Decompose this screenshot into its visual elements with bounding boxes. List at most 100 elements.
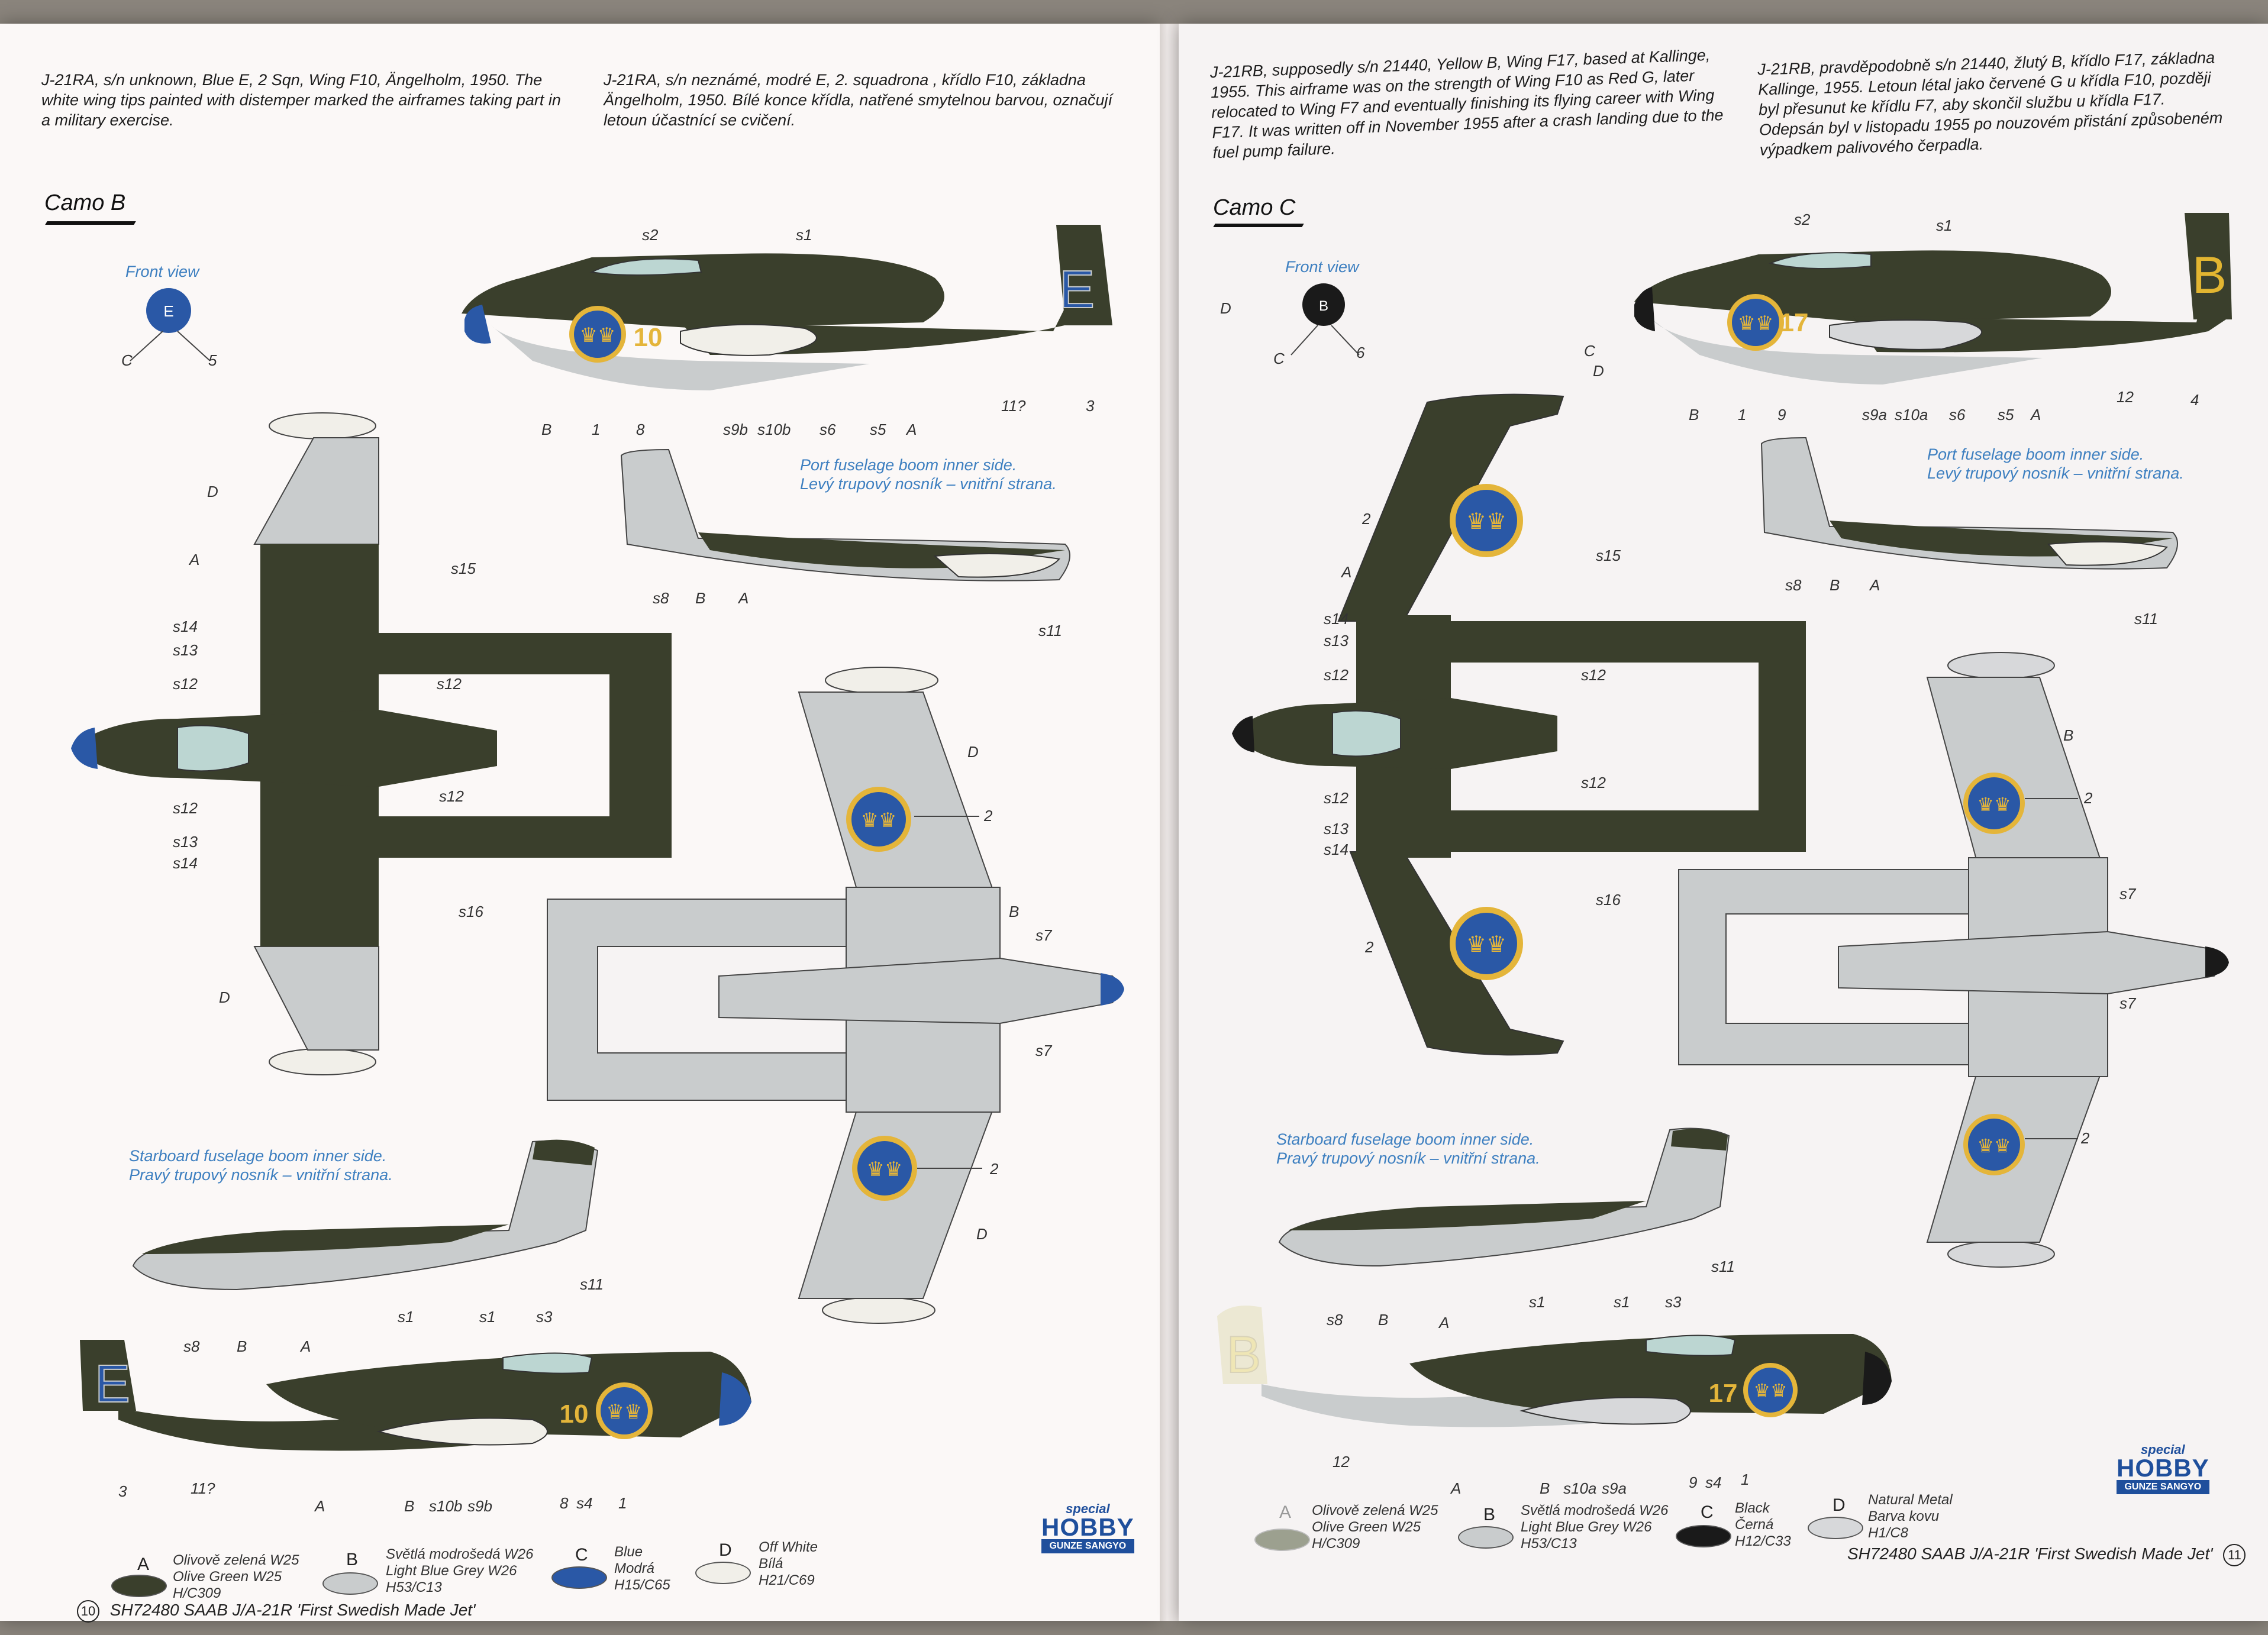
svg-text:B: B xyxy=(2192,245,2227,304)
svg-text:s1: s1 xyxy=(398,1308,414,1326)
underside-view: ♛♛ ♛♛ xyxy=(547,667,1124,1324)
side-profile-bottom-callouts: s1 s1 s3 12 A B s10a s9a 9 s4 1 xyxy=(1333,1293,1749,1497)
svg-text:17: 17 xyxy=(1709,1379,1738,1408)
svg-text:s5: s5 xyxy=(1998,406,2014,424)
svg-text:B: B xyxy=(695,589,705,607)
svg-text:s1: s1 xyxy=(479,1308,495,1326)
svg-text:E: E xyxy=(95,1355,130,1414)
port-boom-drawing xyxy=(620,448,1070,581)
svg-text:♛♛: ♛♛ xyxy=(1466,509,1506,534)
svg-text:s5: s5 xyxy=(870,421,886,438)
page-number: 10 xyxy=(77,1600,99,1623)
footer-title: SH72480 SAAB J/A-21R 'First Swedish Made… xyxy=(1847,1544,2213,1563)
special-hobby-logo: special HOBBY GUNZE SANGYO xyxy=(1041,1502,1134,1553)
svg-text:A: A xyxy=(299,1337,311,1355)
side-profile-bottom: E ♛♛ 10 xyxy=(80,1340,751,1451)
svg-text:s6: s6 xyxy=(1949,406,1966,424)
svg-text:A: A xyxy=(1340,563,1351,581)
svg-text:s13: s13 xyxy=(173,833,198,851)
svg-text:s1: s1 xyxy=(1936,217,1952,234)
svg-text:s7: s7 xyxy=(2119,994,2137,1012)
svg-text:s14: s14 xyxy=(1324,841,1348,858)
svg-text:s4: s4 xyxy=(576,1494,592,1512)
svg-text:A: A xyxy=(1450,1479,1461,1497)
svg-text:10: 10 xyxy=(634,323,663,352)
svg-text:B: B xyxy=(1227,1325,1262,1384)
front-view-roundel: E C 5 xyxy=(121,288,217,369)
starboard-boom-label: Starboard fuselage boom inner side. Prav… xyxy=(1276,1130,1540,1167)
svg-text:11?: 11? xyxy=(191,1479,215,1497)
svg-text:s13: s13 xyxy=(1324,820,1348,838)
svg-text:♛♛: ♛♛ xyxy=(861,809,897,832)
svg-text:s2: s2 xyxy=(642,226,659,244)
svg-text:s12: s12 xyxy=(173,675,198,693)
svg-text:8: 8 xyxy=(636,421,645,438)
svg-text:A: A xyxy=(1438,1314,1449,1332)
svg-text:s9b: s9b xyxy=(467,1497,492,1515)
svg-text:2: 2 xyxy=(983,807,993,825)
svg-text:s14: s14 xyxy=(1324,610,1348,628)
svg-text:6: 6 xyxy=(1356,344,1365,361)
svg-text:s13: s13 xyxy=(1324,632,1348,650)
port-boom-label: Port fuselage boom inner side. Levý trup… xyxy=(800,456,1057,493)
svg-text:s9a: s9a xyxy=(1602,1479,1627,1497)
svg-text:s14: s14 xyxy=(173,618,198,635)
svg-text:3: 3 xyxy=(118,1482,127,1500)
svg-text:B: B xyxy=(237,1337,247,1355)
svg-text:s7: s7 xyxy=(2119,885,2137,903)
svg-text:B: B xyxy=(1009,903,1019,920)
side-profile-top-callouts: s2 s1 B 1 8 s9b s10b s6 s5 A 11? 3 xyxy=(541,226,1095,438)
svg-text:s7: s7 xyxy=(1035,1042,1053,1059)
svg-text:12: 12 xyxy=(2117,388,2134,406)
svg-text:B: B xyxy=(2063,726,2073,744)
svg-text:5: 5 xyxy=(208,351,217,369)
footer-title: SH72480 SAAB J/A-21R 'First Swedish Made… xyxy=(109,1601,476,1619)
svg-text:s8: s8 xyxy=(183,1337,200,1355)
underside-callouts: B 2 s7 s7 2 xyxy=(2063,726,2137,1147)
svg-text:s16: s16 xyxy=(1596,891,1621,909)
svg-text:s8: s8 xyxy=(653,589,669,607)
svg-text:A: A xyxy=(2030,406,2041,424)
svg-text:E: E xyxy=(163,302,173,320)
front-view-roundel: B D C 6 xyxy=(1220,283,1365,367)
svg-text:s7: s7 xyxy=(1035,926,1053,944)
svg-text:s11: s11 xyxy=(580,1275,604,1293)
svg-text:s15: s15 xyxy=(1596,547,1621,564)
svg-text:s12: s12 xyxy=(1324,666,1348,684)
svg-text:17: 17 xyxy=(1780,308,1809,337)
svg-text:♛♛: ♛♛ xyxy=(580,324,616,347)
svg-text:s9b: s9b xyxy=(723,421,748,438)
svg-text:A: A xyxy=(1869,576,1880,594)
underside-callouts: D 2 B s7 s7 2 D xyxy=(967,743,1053,1243)
svg-text:B: B xyxy=(1540,1479,1550,1497)
svg-text:♛♛: ♛♛ xyxy=(1977,794,2011,815)
svg-text:3: 3 xyxy=(1086,397,1095,415)
svg-text:s11: s11 xyxy=(1038,622,1062,639)
svg-text:B: B xyxy=(541,421,551,438)
svg-text:♛♛: ♛♛ xyxy=(606,1401,643,1423)
svg-text:2: 2 xyxy=(2083,789,2093,807)
port-boom-label: Port fuselage boom inner side. Levý trup… xyxy=(1927,445,2184,482)
svg-text:s1: s1 xyxy=(796,226,812,244)
svg-text:C: C xyxy=(121,351,133,369)
side-profile-top: B ♛♛ 17 xyxy=(1634,213,2232,384)
svg-text:s14: s14 xyxy=(173,854,198,872)
svg-text:s6: s6 xyxy=(820,421,836,438)
svg-text:2: 2 xyxy=(2080,1129,2090,1147)
svg-text:D: D xyxy=(207,483,218,500)
svg-text:s2: s2 xyxy=(1794,211,1811,228)
svg-text:A: A xyxy=(314,1497,325,1515)
svg-text:s10a: s10a xyxy=(1563,1479,1596,1497)
side-profile-top: E ♛♛ 10 xyxy=(462,225,1112,390)
svg-text:C: C xyxy=(1584,342,1595,360)
svg-text:B: B xyxy=(1319,298,1328,314)
svg-text:s4: s4 xyxy=(1705,1474,1721,1491)
svg-text:A: A xyxy=(188,551,199,568)
svg-text:2: 2 xyxy=(1362,510,1371,528)
page-number: 11 xyxy=(2223,1544,2246,1566)
camo-title: Camo C xyxy=(1213,195,1296,220)
top-view-callouts: D A s15 s14 s13 s12 s12 s12 s12 s13 s14 … xyxy=(173,483,483,1006)
svg-text:♛♛: ♛♛ xyxy=(867,1158,903,1181)
camo-b-drawings: E C 5 E ♛♛ 10 s2 s1 B 1 8 s9b xyxy=(71,225,1124,1515)
side-profile-top-callouts: s2 s1 C D B 1 9 s9a s10a s6 s5 A 12 4 xyxy=(1584,211,2199,424)
